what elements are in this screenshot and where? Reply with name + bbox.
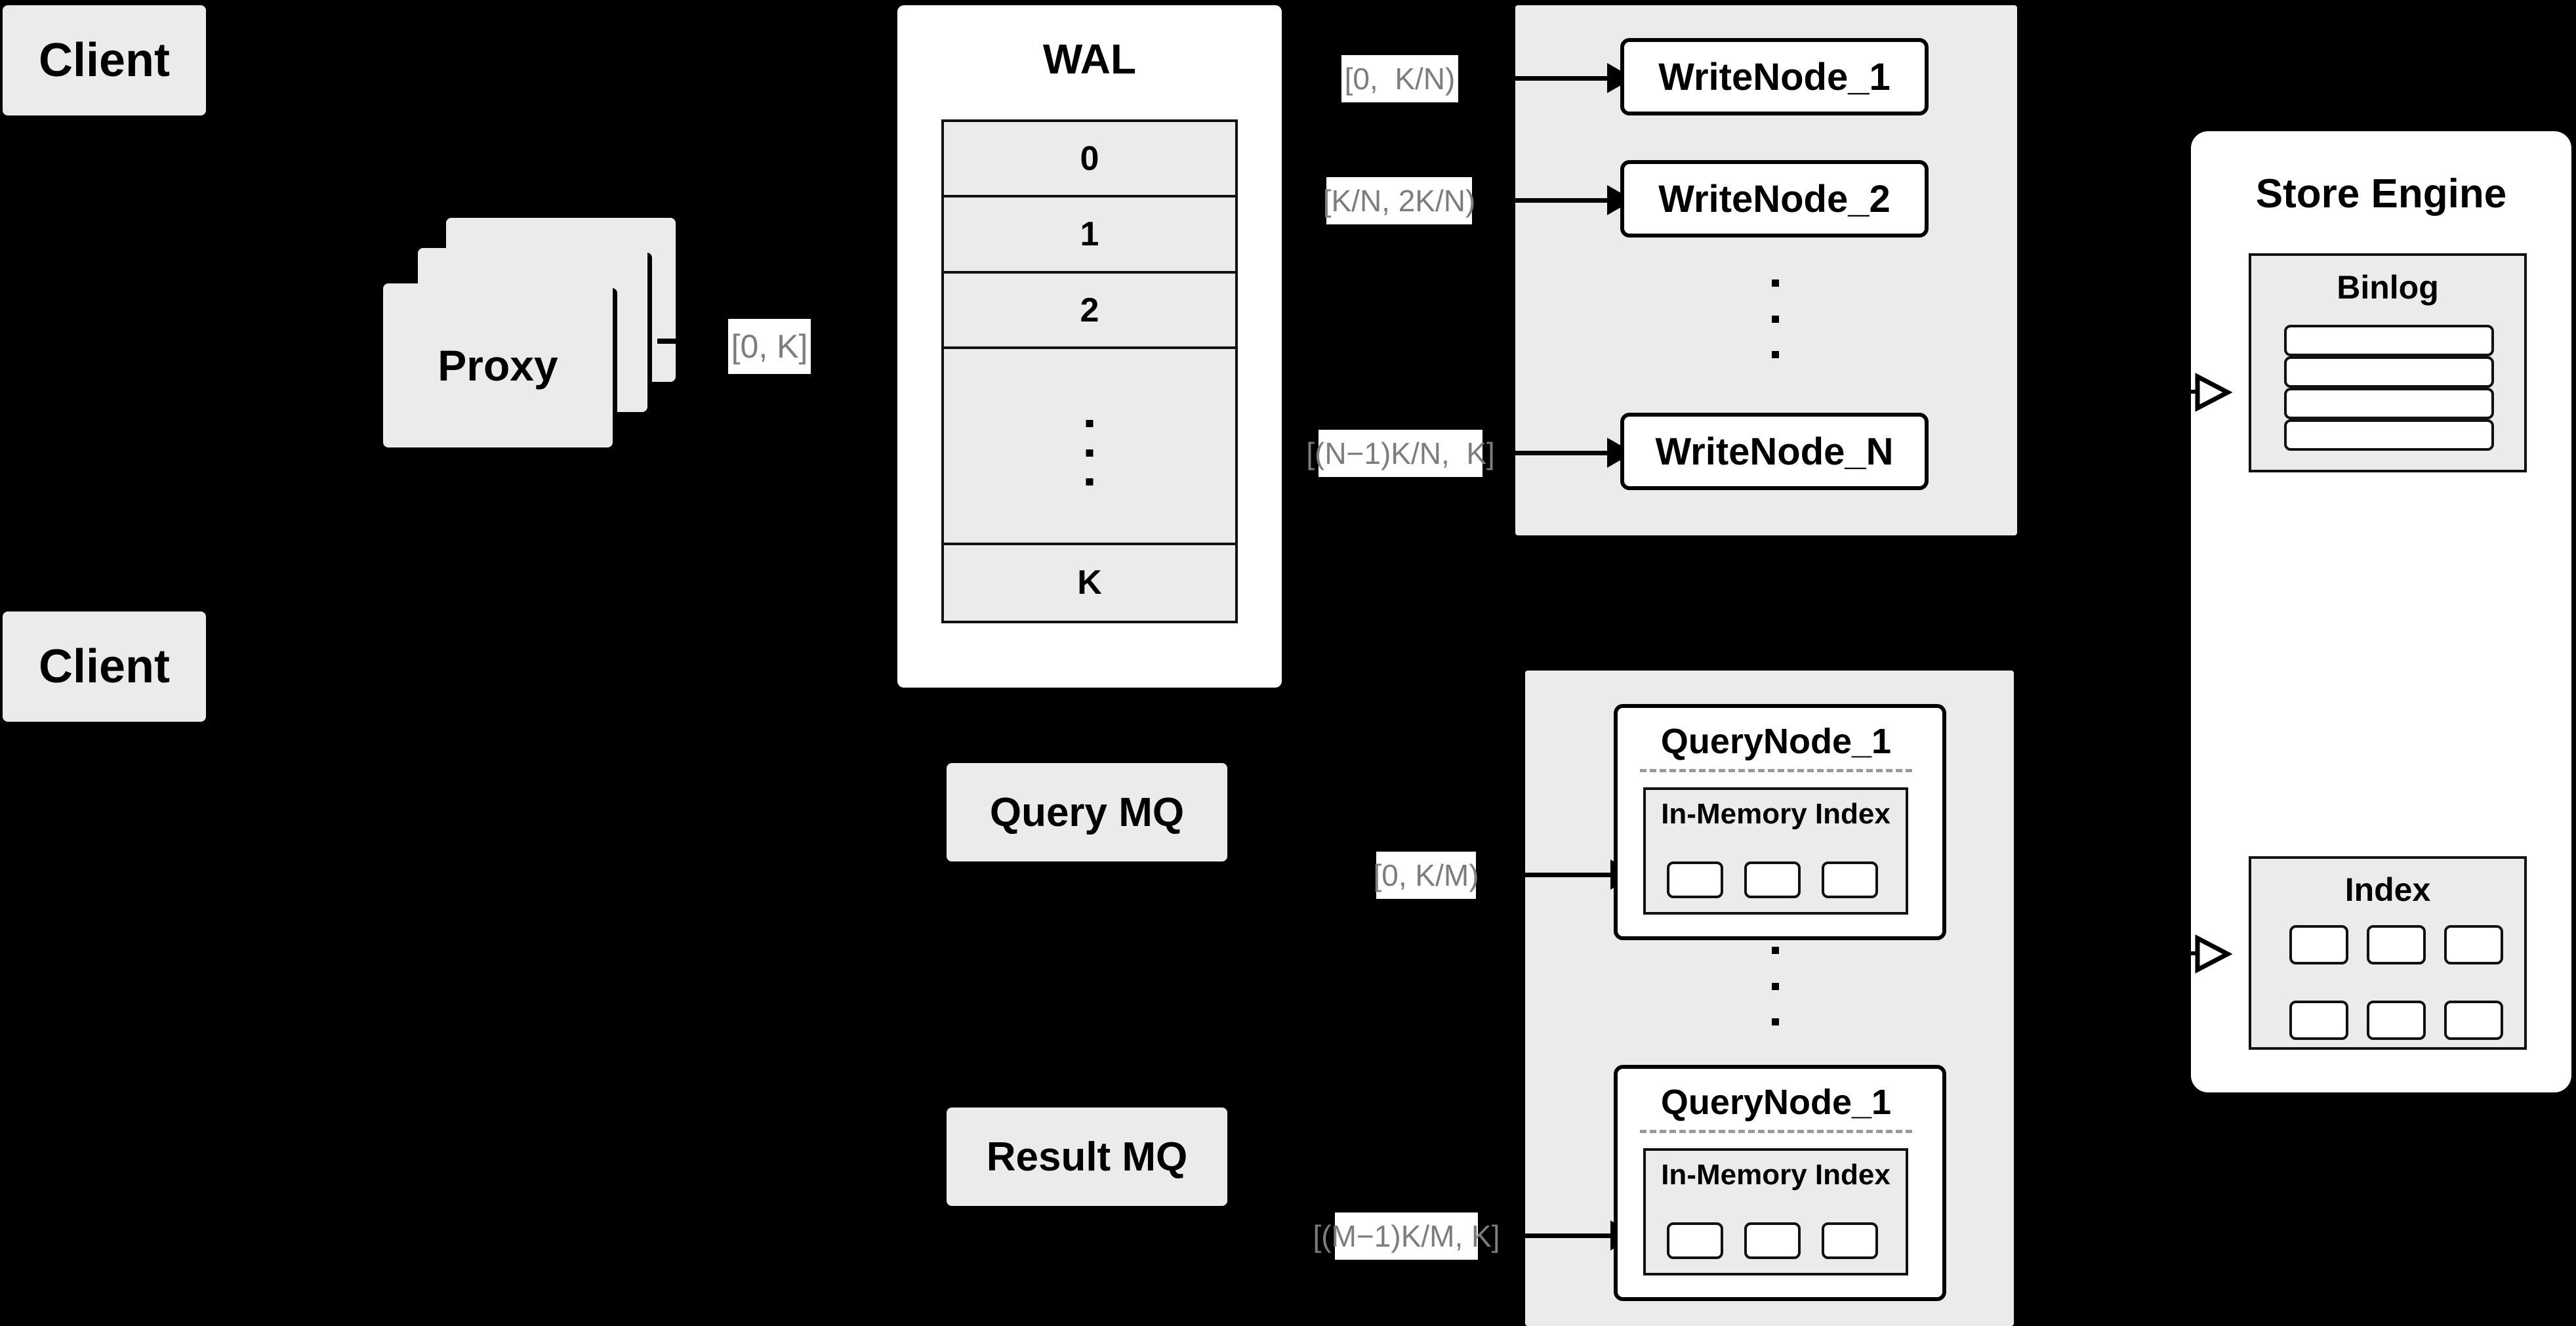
index-title-text: Index	[2344, 871, 2431, 908]
index-slot-r2c3[interactable]	[2444, 1001, 2503, 1040]
query-node-m-memory-index-title: In-Memory Index	[1643, 1153, 1908, 1197]
arrow-line-to-index	[2158, 951, 2198, 955]
proxy-box[interactable]: Proxy	[383, 283, 613, 447]
index-slot-r2c2[interactable]	[2367, 1001, 2426, 1040]
binlog-title-text: Binlog	[2337, 269, 2439, 306]
wal-entry-list: 0 1 2 K	[941, 119, 1238, 623]
edge-label-writenode-n: [(N−1)K/N, K]	[1306, 430, 1495, 477]
wal-entry-0-label: 0	[1080, 139, 1099, 178]
wal-entry-ellipsis	[944, 349, 1235, 545]
arrow-line-querynode-m	[1525, 1233, 1617, 1238]
store-engine-title: Store Engine	[2191, 164, 2571, 223]
proxy-label: Proxy	[438, 341, 558, 390]
write-node-n-label: WriteNode_N	[1655, 430, 1894, 473]
arrow-line-writenode-1	[1515, 76, 1614, 81]
index-title: Index	[2249, 865, 2527, 915]
wal-ellipsis-icon	[1086, 420, 1094, 486]
wal-entry-k[interactable]: K	[944, 545, 1235, 621]
wal-entry-k-label: K	[1077, 564, 1102, 602]
arrow-line-writenode-n	[1515, 451, 1614, 455]
client-label-1: Client	[38, 34, 170, 87]
query-node-ellipsis-icon	[1771, 947, 1779, 1026]
index-slot-r1c2[interactable]	[2367, 925, 2426, 964]
wal-entry-0[interactable]: 0	[944, 122, 1235, 198]
binlog-row-4[interactable]	[2284, 419, 2494, 451]
result-mq-label: Result MQ	[986, 1134, 1188, 1180]
query-mq-label: Query MQ	[989, 789, 1185, 835]
arrow-head-binlog-icon	[2195, 373, 2233, 412]
client-box-2[interactable]: Client	[3, 611, 206, 722]
arrow-line-to-binlog	[2158, 390, 2198, 394]
write-node-2-label: WriteNode_2	[1658, 177, 1891, 220]
wal-entry-1-label: 1	[1080, 215, 1099, 254]
edge-label-writenode-2-text: [K/N, 2K/N)	[1322, 184, 1476, 218]
query-node-m-memory-index-label: In-Memory Index	[1661, 1159, 1891, 1191]
query-node-m-index-slot-2[interactable]	[1744, 1222, 1801, 1259]
query-node-1-index-slot-1[interactable]	[1667, 861, 1723, 898]
arrow-line-querynode-1	[1525, 873, 1617, 877]
query-node-1-index-slot-2[interactable]	[1744, 861, 1801, 898]
index-slot-r2c1[interactable]	[2289, 1001, 2348, 1040]
arrow-line-writenode-2	[1515, 198, 1614, 203]
write-node-1-label: WriteNode_1	[1658, 55, 1891, 98]
query-node-m-index-slot-1[interactable]	[1667, 1222, 1723, 1259]
wal-title: WAL	[897, 33, 1282, 85]
index-slot-r1c3[interactable]	[2444, 925, 2503, 964]
query-node-m-index-slot-3[interactable]	[1822, 1222, 1878, 1259]
edge-label-writenode-n-text: [(N−1)K/N, K]	[1306, 436, 1495, 470]
proxy-wal-connector	[657, 339, 684, 344]
client-label-2: Client	[38, 640, 170, 693]
edge-label-writenode-1: [0, K/N)	[1341, 55, 1458, 102]
query-node-1-index-slot-3[interactable]	[1822, 861, 1878, 898]
query-node-m-label: QueryNode_1	[1660, 1083, 1892, 1122]
query-node-1-title: QueryNode_1	[1614, 718, 1938, 764]
edge-label-proxy-to-wal: [0, K]	[728, 319, 811, 374]
edge-label-querynode-1-text: [0, K/M)	[1373, 858, 1479, 892]
binlog-row-2[interactable]	[2284, 356, 2494, 388]
write-node-2[interactable]: WriteNode_2	[1620, 160, 1929, 238]
store-engine-title-text: Store Engine	[2255, 171, 2507, 217]
write-node-n[interactable]: WriteNode_N	[1620, 413, 1929, 490]
binlog-title: Binlog	[2249, 262, 2527, 312]
edge-label-querynode-1: [0, K/M)	[1373, 852, 1479, 899]
write-node-ellipsis-icon	[1771, 280, 1779, 358]
query-node-1-memory-index-title: In-Memory Index	[1643, 793, 1908, 836]
write-node-1[interactable]: WriteNode_1	[1620, 38, 1929, 115]
binlog-row-3[interactable]	[2284, 388, 2494, 419]
wal-entry-1[interactable]: 1	[944, 197, 1235, 274]
index-slot-r1c1[interactable]	[2289, 925, 2348, 964]
query-node-m-separator	[1640, 1130, 1912, 1133]
query-node-m-title: QueryNode_1	[1614, 1079, 1938, 1125]
wal-entry-2[interactable]: 2	[944, 274, 1235, 350]
query-node-1-label: QueryNode_1	[1660, 722, 1892, 761]
client-box-1[interactable]: Client	[3, 5, 206, 115]
edge-label-querynode-m: [(M−1)K/M, K]	[1313, 1212, 1500, 1260]
query-node-1-separator	[1640, 769, 1912, 772]
wal-entry-2-label: 2	[1080, 291, 1099, 329]
arrow-head-index-icon	[2195, 934, 2233, 974]
edge-label-writenode-1-text: [0, K/N)	[1344, 62, 1456, 96]
wal-title-text: WAL	[1042, 35, 1137, 83]
binlog-row-1[interactable]	[2284, 325, 2494, 356]
edge-label-querynode-m-text: [(M−1)K/M, K]	[1313, 1219, 1500, 1253]
result-mq-box[interactable]: Result MQ	[947, 1108, 1227, 1206]
query-mq-box[interactable]: Query MQ	[947, 763, 1227, 861]
edge-label-proxy-to-wal-text: [0, K]	[731, 328, 808, 365]
edge-label-writenode-2: [K/N, 2K/N)	[1323, 177, 1475, 224]
query-node-1-memory-index-label: In-Memory Index	[1661, 798, 1891, 830]
